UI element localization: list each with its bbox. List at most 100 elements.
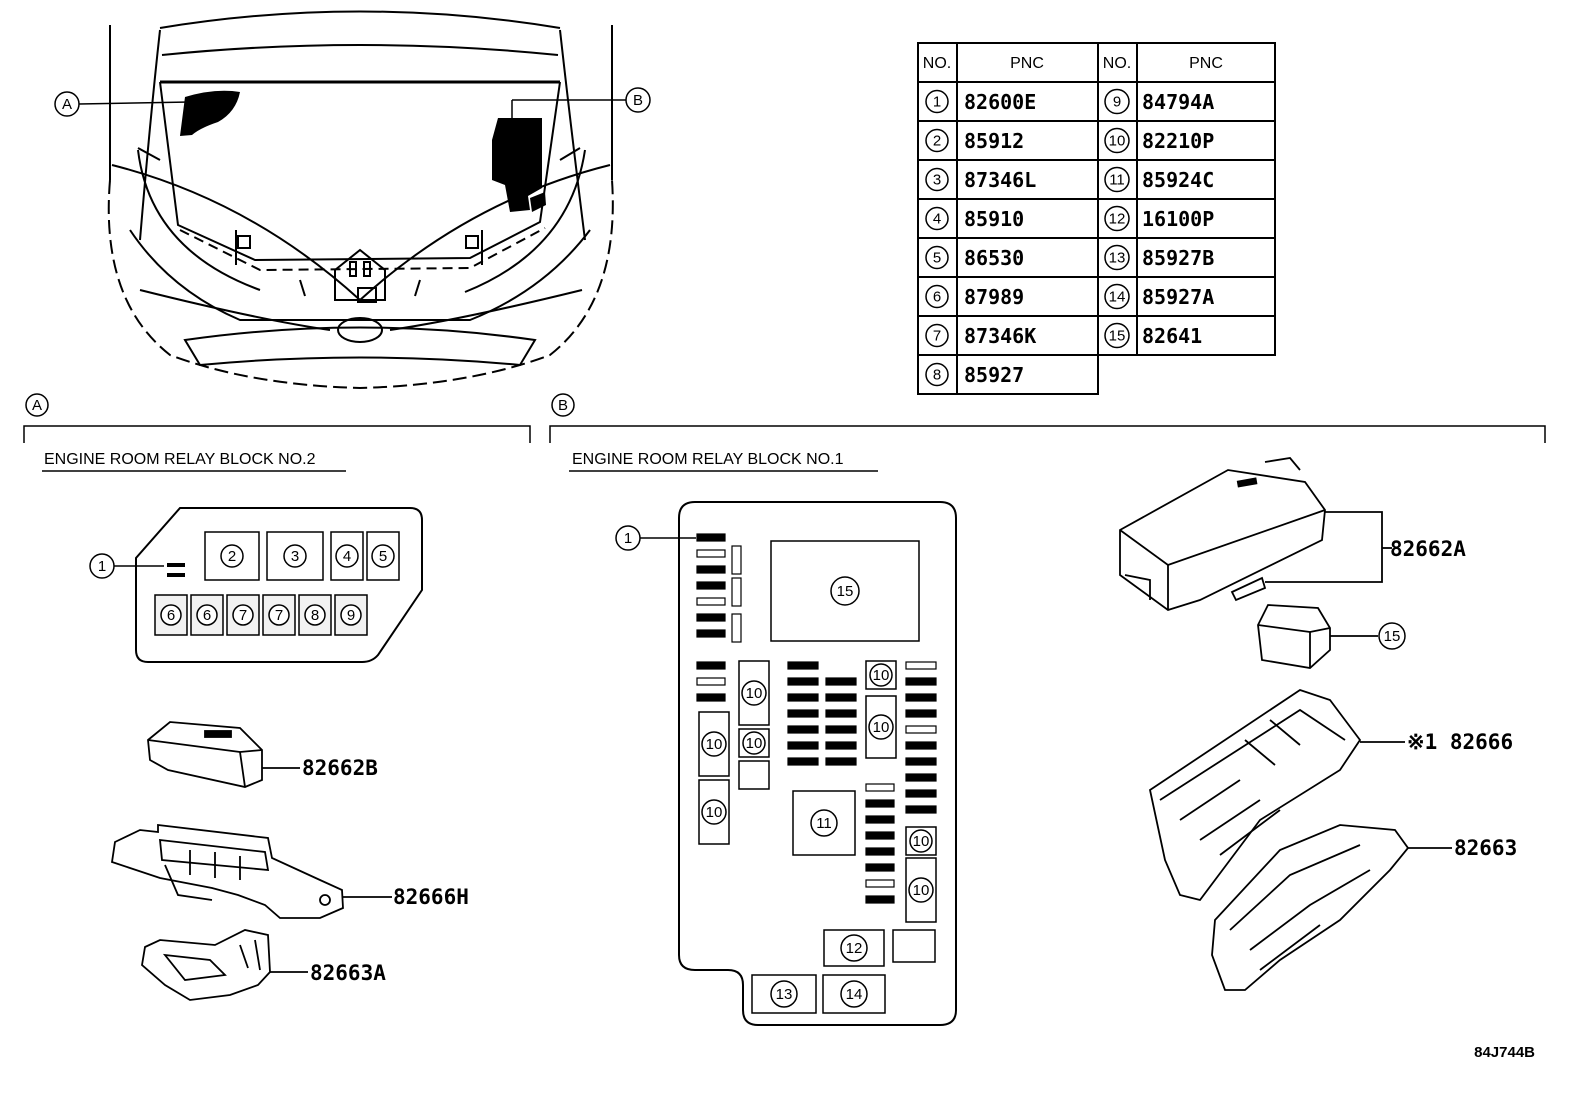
relay-slot [865, 660, 897, 690]
table-header-cell: PNC [1189, 55, 1223, 72]
table-row-number: 6 [925, 284, 949, 309]
relay-slot [266, 531, 324, 581]
fuse-slot-number: 8 [304, 604, 326, 626]
part-82663a-cover [141, 929, 308, 1001]
fuse-slot [731, 613, 742, 643]
fuse-slot-number-text: 6 [203, 607, 211, 624]
relay-slot-number: 10 [869, 663, 893, 687]
marker-a-callout: A [54, 91, 191, 117]
table-row-pnc: 16100P [1142, 207, 1214, 231]
mini-fuse [905, 741, 937, 750]
table-row-number-text: 11 [1109, 172, 1125, 189]
empty-fuse [905, 661, 937, 670]
table-row-number-text: 8 [933, 367, 941, 384]
marker-b-label: B [633, 92, 643, 109]
relay-slot-number: 10 [909, 829, 933, 853]
mini-fuse [825, 741, 857, 750]
relay-slot [823, 929, 885, 967]
table-row-number: 7 [925, 323, 949, 348]
relay-slot-number-text: 5 [379, 548, 387, 565]
part-82666-label: ※1 82666 [1407, 730, 1513, 754]
fuse-slot-number: 7 [232, 604, 254, 626]
mini-fuse [905, 757, 937, 766]
table-row-number-text: 13 [1109, 250, 1126, 267]
table-row-number-text: 9 [1113, 94, 1121, 111]
relay-slot [366, 531, 400, 581]
table-row-number: 13 [1104, 244, 1130, 271]
table-row-pnc: 85910 [964, 207, 1024, 231]
mini-fuse [865, 831, 895, 840]
mini-fuse [696, 693, 726, 702]
empty-fuse [905, 725, 937, 734]
block-b-callout-1-text: 1 [624, 530, 632, 547]
relay-slot-number-text: 3 [291, 548, 299, 565]
table-row-number-text: 12 [1109, 211, 1126, 228]
part-82641-callout: 15 [1378, 622, 1406, 650]
section-a-marker: A [32, 397, 42, 414]
table-row-number: 11 [1104, 166, 1130, 193]
table-row-number: 8 [925, 362, 949, 387]
relay-slot [822, 974, 886, 1014]
relay-slot [905, 826, 937, 856]
fuse-slot-number-text: 7 [239, 607, 247, 624]
relay-slot [770, 540, 920, 642]
mini-fuse [905, 693, 937, 702]
table-row-pnc: 84794A [1142, 90, 1214, 114]
mini-fuse [905, 773, 937, 782]
section-a-header: A ENGINE ROOM RELAY BLOCK NO.2 [23, 393, 531, 472]
section-b-header: B ENGINE ROOM RELAY BLOCK NO.1 [549, 393, 1546, 472]
mini-fuse [865, 847, 895, 856]
relay-slot [865, 695, 897, 759]
fuse-slot [731, 545, 742, 575]
mini-fuse [787, 677, 819, 686]
mini-fuse [787, 709, 819, 718]
part-82641-number: 15 [1384, 628, 1401, 645]
table-row-number-text: 1 [933, 94, 941, 111]
mini-fuse [787, 725, 819, 734]
relay-slot [738, 728, 770, 758]
fuse-slot-number: 6 [160, 604, 182, 626]
empty-slot [738, 760, 770, 790]
mini-fuse [825, 693, 857, 702]
relay-slot-number: 10 [701, 799, 727, 825]
table-row-number: 10 [1104, 127, 1130, 154]
empty-fuse [696, 549, 726, 558]
relay-slot [330, 531, 364, 581]
table-row-pnc: 86530 [964, 246, 1024, 270]
mini-fuse [787, 693, 819, 702]
table-row-number: 5 [925, 245, 949, 270]
fuse-slot [731, 577, 742, 607]
relay-slot-number-text: 10 [913, 833, 930, 850]
part-82663-label: 82663 [1454, 836, 1517, 860]
relay-slot-number-text: 10 [746, 685, 763, 702]
relay-slot [751, 974, 817, 1014]
mini-fuse [696, 533, 726, 542]
table-row-number-text: 5 [933, 250, 941, 267]
part-82663a-label: 82663A [310, 961, 386, 985]
relay-slot [738, 660, 770, 726]
relay-slot [792, 790, 856, 856]
table-header-cell: NO. [923, 55, 951, 72]
table-row-number-text: 3 [933, 172, 941, 189]
relay-slot-number: 10 [742, 731, 766, 755]
relay-slot-number: 3 [283, 544, 307, 568]
table-row-number-text: 7 [933, 328, 941, 345]
table-row-pnc: 82641 [1142, 324, 1202, 348]
empty-fuse [696, 677, 726, 686]
relay-slot-number: 11 [810, 809, 838, 837]
relay-slot-number-text: 10 [873, 719, 890, 736]
empty-fuse [865, 783, 895, 792]
fuse-slot-number: 7 [268, 604, 290, 626]
fuse-slot-number-text: 9 [347, 607, 355, 624]
marker-a-label: A [62, 96, 72, 113]
relay-block-b-tab [530, 192, 546, 212]
mini-fuse [825, 757, 857, 766]
diagram-code: 84J744B [1474, 1044, 1535, 1061]
part-82666-housing [1148, 689, 1405, 902]
table-row-pnc: 82210P [1142, 129, 1214, 153]
mini-fuse [905, 789, 937, 798]
mini-fuse [696, 581, 726, 590]
relay-slot-number-text: 10 [913, 882, 930, 899]
